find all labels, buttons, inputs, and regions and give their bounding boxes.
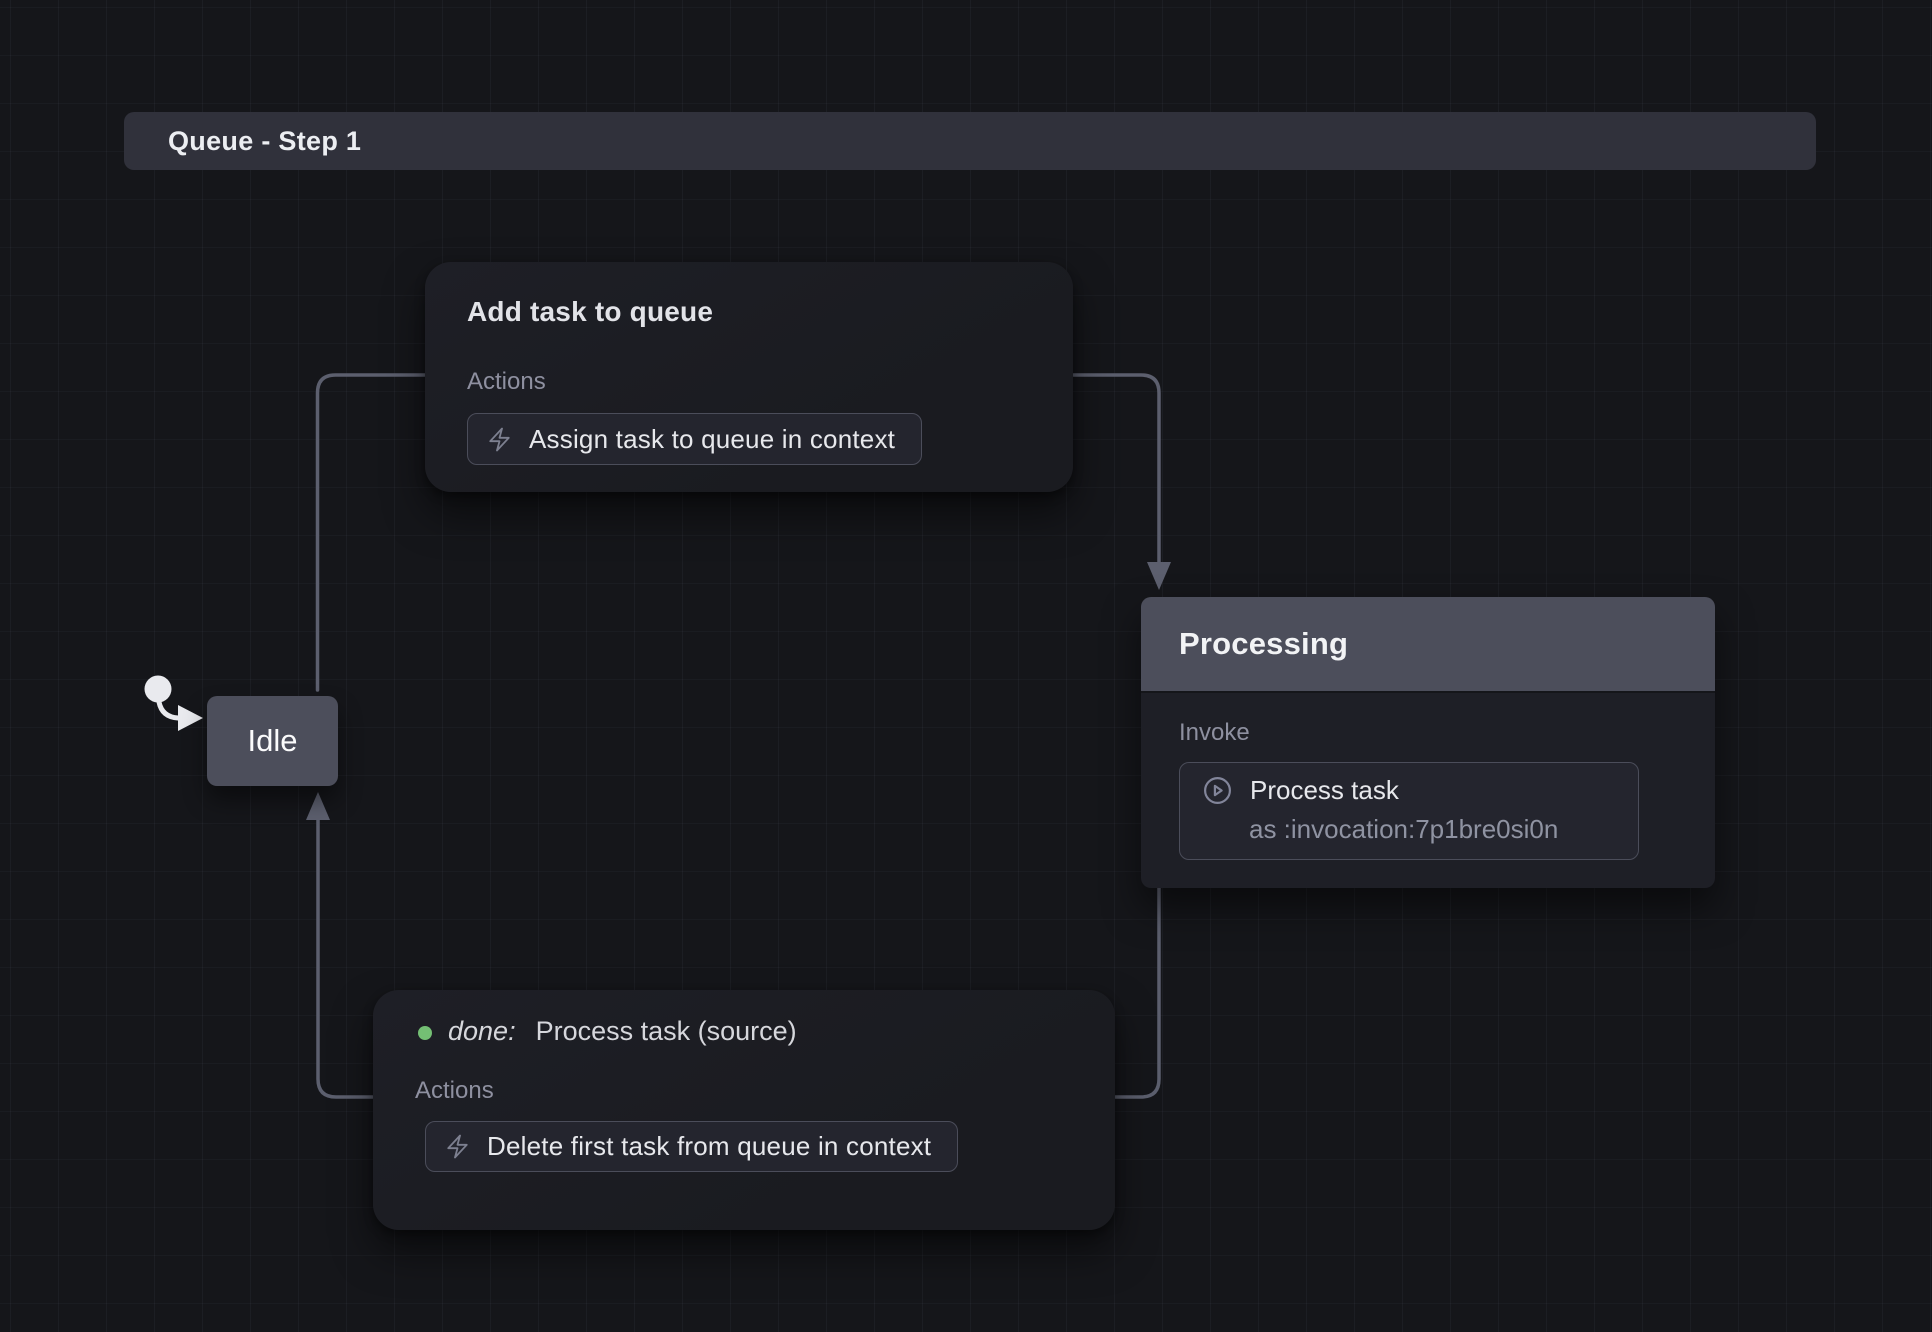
play-circle-icon xyxy=(1202,775,1233,806)
event-node-done[interactable]: done: Process task (source) Actions Dele… xyxy=(373,990,1115,1230)
bolt-icon xyxy=(444,1133,471,1160)
arrowhead-down-icon xyxy=(1147,562,1171,590)
bolt-icon xyxy=(486,426,513,453)
action-label: Delete first task from queue in context xyxy=(487,1131,932,1161)
state-body: Invoke Process task as :invocation:7p1br… xyxy=(1141,693,1715,860)
event-title: Add task to queue xyxy=(467,296,714,327)
event-target: Process task (source) xyxy=(535,1016,797,1046)
arrowhead-up-icon xyxy=(306,792,330,820)
action-assign-task-button[interactable]: Assign task to queue in context xyxy=(467,413,923,465)
state-header[interactable]: Processing xyxy=(1141,597,1715,693)
done-status-dot xyxy=(418,1025,432,1040)
machine-title: Queue - Step 1 xyxy=(168,125,362,156)
event-node-add-task[interactable]: Add task to queue Actions Assign task to… xyxy=(425,262,1073,492)
actions-label: Actions xyxy=(415,1077,494,1104)
action-delete-task-button[interactable]: Delete first task from queue in context xyxy=(425,1121,959,1172)
actions-label: Actions xyxy=(467,368,546,395)
invoke-process-task[interactable]: Process task as :invocation:7p1bre0si0n xyxy=(1179,762,1639,860)
invoke-name: Process task xyxy=(1250,775,1399,805)
event-name: done: xyxy=(448,1016,516,1046)
machine-title-bar[interactable]: Queue - Step 1 xyxy=(124,112,1816,170)
action-label: Assign task to queue in context xyxy=(529,423,896,454)
invoke-label: Invoke xyxy=(1179,719,1250,746)
state-title: Processing xyxy=(1179,626,1349,661)
invoke-id: as :invocation:7p1bre0si0n xyxy=(1249,814,1559,844)
state-node-idle[interactable]: Idle xyxy=(207,696,338,786)
initial-state-marker-icon xyxy=(144,675,203,731)
state-label: Idle xyxy=(247,723,298,758)
state-node-processing[interactable]: Processing Invoke Process task as :invoc… xyxy=(1141,597,1715,888)
